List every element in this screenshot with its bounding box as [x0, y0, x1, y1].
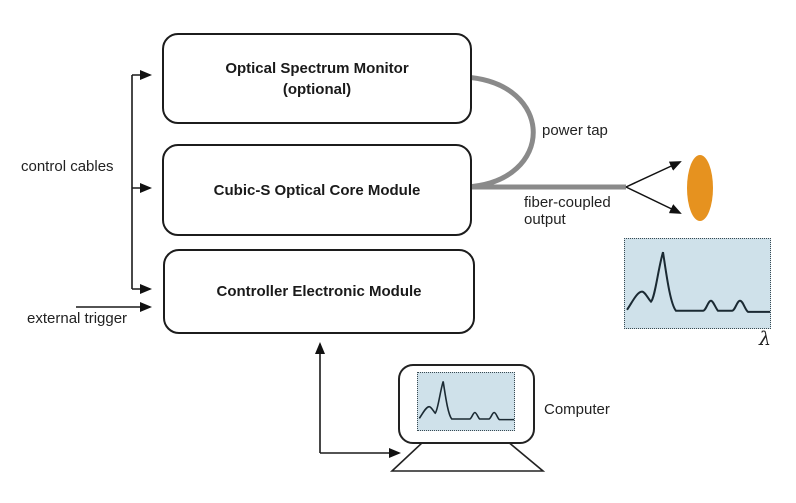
box-optical-spectrum-monitor: Optical Spectrum Monitor (optional): [162, 33, 472, 124]
label-fiber-coupled-line2: output: [524, 211, 566, 228]
label-power-tap: power tap: [542, 122, 608, 139]
box-cubic-s-optical-core-module: Cubic-S Optical Core Module: [162, 144, 472, 236]
box-controller-title: Controller Electronic Module: [216, 283, 422, 300]
label-computer: Computer: [544, 401, 610, 418]
box-osm-title-line2: (optional): [282, 80, 352, 98]
beam-ray-lower: [625, 186, 682, 214]
box-osm-title-line1: Optical Spectrum Monitor: [225, 59, 409, 77]
label-fiber-coupled-line1: fiber-coupled: [524, 194, 611, 211]
wavelength-axis-label: λ: [759, 328, 772, 350]
label-external-trigger: external trigger: [27, 310, 128, 327]
computer-stand: [389, 440, 546, 472]
label-control-cables: control cables: [21, 158, 114, 175]
label-fiber-coupled-output: fiber-coupled output: [524, 194, 611, 228]
computer-screen-curve: [418, 373, 514, 430]
spectrum-curve: [625, 239, 770, 328]
box-core-title: Cubic-S Optical Core Module: [213, 181, 421, 199]
beam-ray-upper: [625, 161, 682, 188]
computer-screen: [417, 372, 515, 431]
spectrum-display: [624, 238, 771, 329]
fiber-power-tap-loop: [463, 74, 536, 190]
lens-icon: [687, 155, 713, 221]
box-controller-electronic-module: Controller Electronic Module: [163, 249, 475, 334]
